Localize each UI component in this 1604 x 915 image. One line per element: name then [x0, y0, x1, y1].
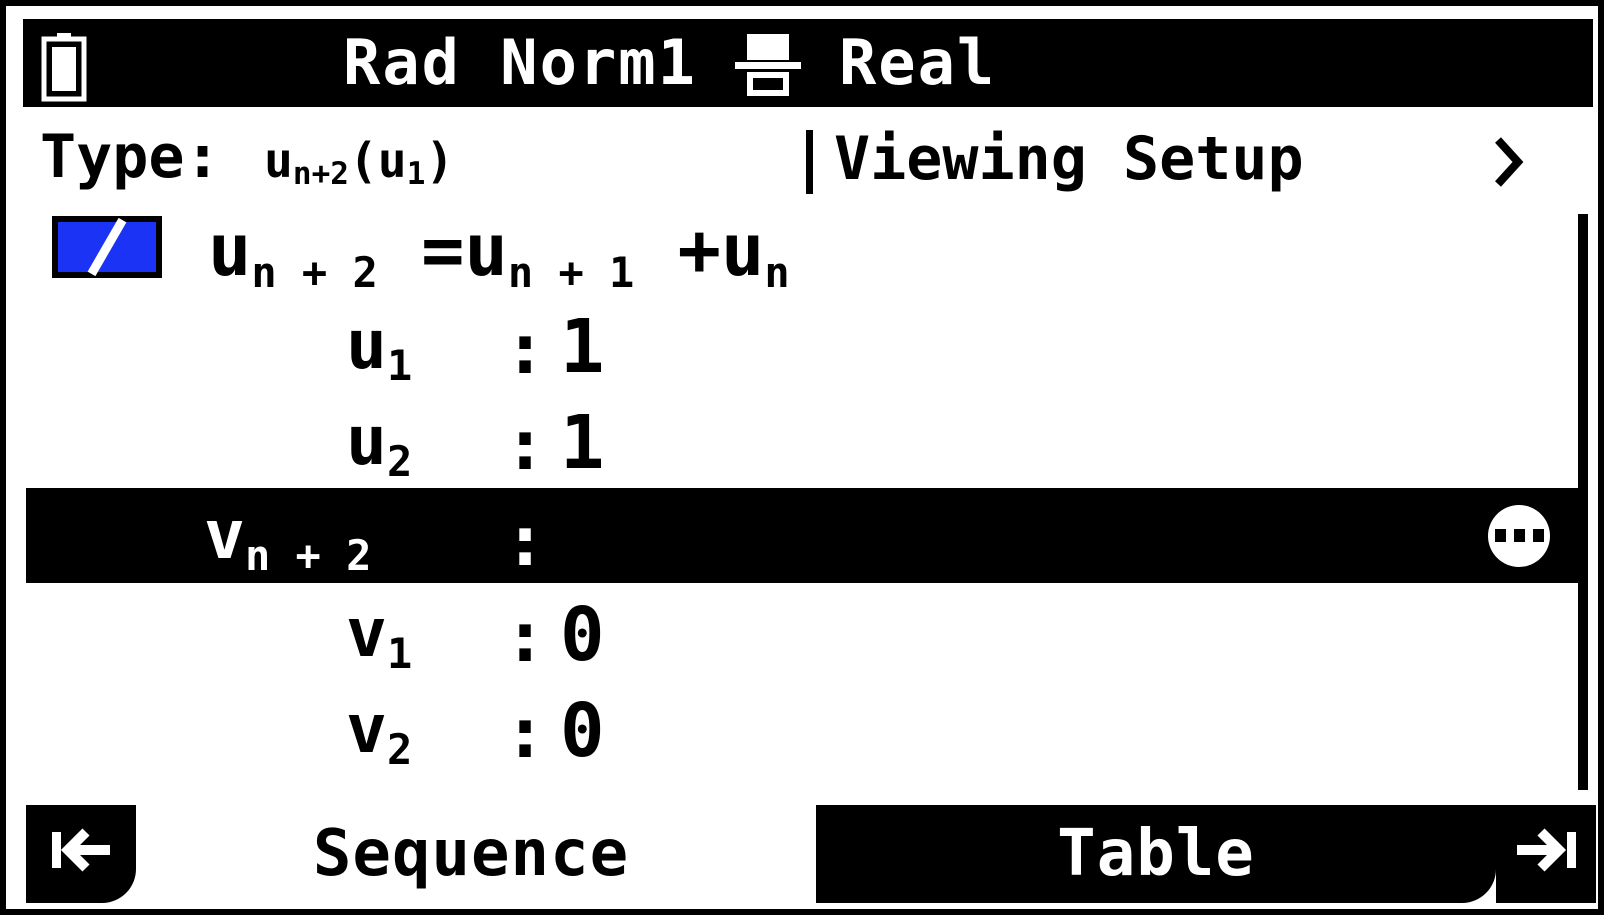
main-content: Type: un+2(u1) Viewing Setup un + 2 =un … [20, 116, 1596, 790]
status-bar: Rad Norm1 Real [20, 16, 1596, 110]
row-separator: : [504, 308, 547, 390]
more-options-icon[interactable] [1488, 504, 1550, 567]
row-label-u2: u2 [346, 402, 413, 486]
number-mode-text: Real [838, 26, 997, 99]
type-label: Type: [40, 122, 221, 192]
row-checkbox-u[interactable] [52, 216, 162, 278]
battery-icon [41, 31, 87, 103]
table-row[interactable]: u1 : 1 [26, 296, 1584, 391]
chevron-right-icon[interactable] [1488, 134, 1528, 200]
row-separator: : [504, 596, 547, 678]
header-row: Type: un+2(u1) Viewing Setup [20, 116, 1596, 200]
fraction-numerator [746, 34, 789, 60]
table-row[interactable]: u2 : 1 [26, 392, 1584, 487]
row-label-v2: v2 [346, 690, 413, 774]
row-value-u1[interactable]: 1 [560, 304, 605, 390]
viewing-setup-button[interactable]: Viewing Setup [834, 124, 1304, 194]
table-row[interactable]: un + 2 =un + 1 +un [26, 200, 1584, 295]
go-to-first-icon [46, 824, 116, 885]
table-row-selected[interactable]: vn + 2 : [26, 488, 1584, 583]
table-row[interactable]: v1 : 0 [26, 584, 1584, 679]
column-divider [806, 130, 813, 194]
row-value-v2[interactable]: 0 [560, 688, 605, 774]
row-separator: : [504, 692, 547, 774]
type-value-end: ) [425, 133, 455, 189]
go-to-last-icon [1511, 824, 1581, 885]
nav-last-button[interactable] [1496, 805, 1596, 903]
row-value-u2[interactable]: 1 [560, 400, 605, 486]
checkmark-icon [87, 217, 127, 277]
scrollbar[interactable] [1578, 214, 1588, 790]
row-expression-u: un + 2 =un + 1 +un [208, 208, 790, 297]
row-separator: : [504, 404, 547, 486]
scrollbar-thumb[interactable] [1578, 214, 1588, 790]
fraction-denominator [746, 72, 789, 96]
angle-display-mode-text: Rad Norm1 [343, 26, 697, 99]
status-indicators: Rad Norm1 Real [343, 19, 996, 107]
table-row[interactable]: v2 : 0 [26, 680, 1584, 775]
nav-first-button[interactable] [26, 805, 136, 903]
dot [1494, 529, 1506, 542]
dot [1513, 529, 1525, 542]
row-separator: : [504, 500, 547, 582]
tab-table[interactable]: Table [816, 805, 1496, 903]
type-value[interactable]: un+2(u1) [264, 132, 454, 196]
dot [1532, 529, 1544, 542]
sequence-rows: un + 2 =un + 1 +un u1 : 1 u2 : 1 vn + 2 … [20, 200, 1596, 788]
row-label-v-recurrence: vn + 2 [204, 496, 372, 580]
row-label-v1: v1 [346, 594, 413, 678]
screen-inner: Rad Norm1 Real Type: un+2(u1) Viewing Se… [12, 12, 1598, 909]
bottom-tab-bar: Sequence Table [20, 797, 1596, 909]
row-label-u1: u1 [346, 306, 413, 390]
mixed-fraction-icon [734, 28, 801, 98]
type-value-subscript-2: 1 [406, 156, 426, 192]
row-value-v1[interactable]: 0 [560, 592, 605, 678]
type-value-subscript-1: n+2 [292, 156, 349, 192]
tab-sequence[interactable]: Sequence [136, 805, 806, 903]
type-value-mid: (u [348, 133, 407, 189]
type-value-base: u [264, 133, 293, 189]
fraction-bar [734, 62, 801, 69]
